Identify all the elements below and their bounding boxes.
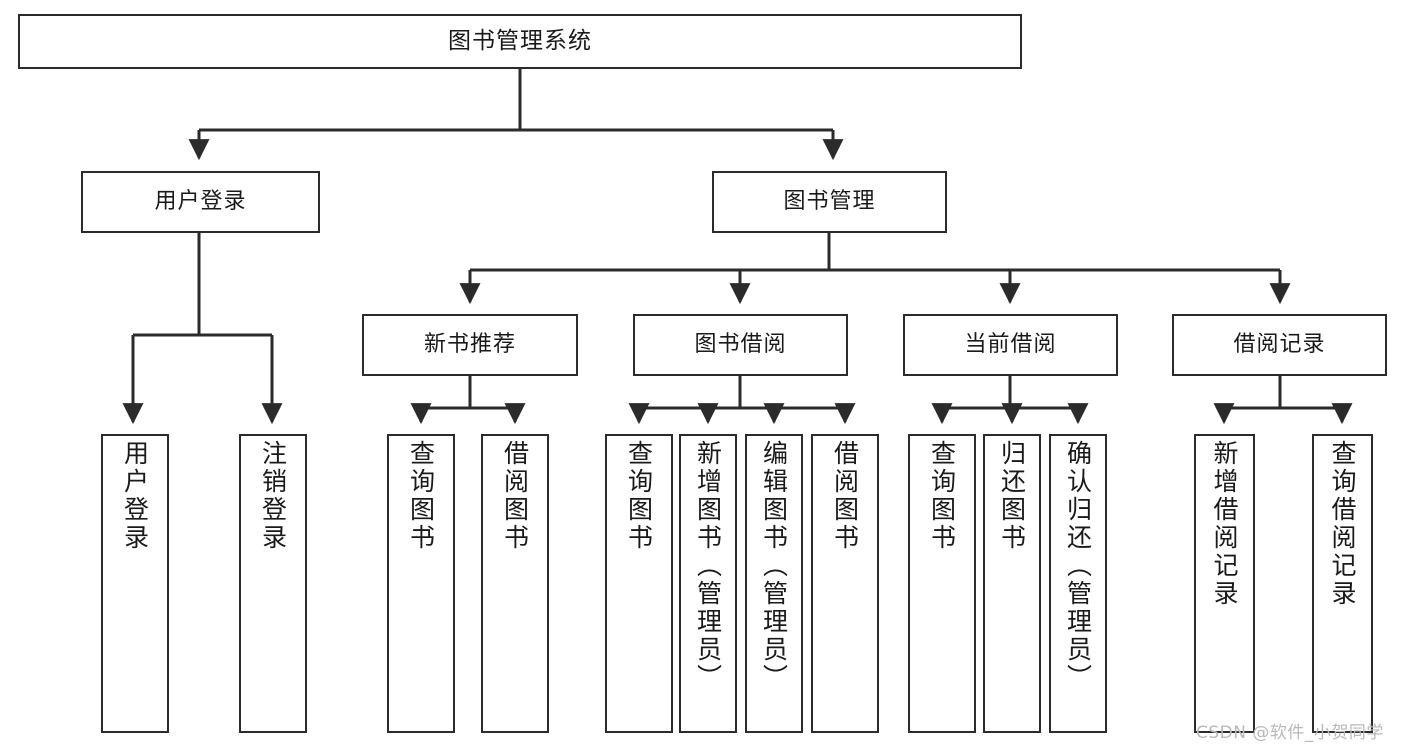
node-borrow-record-label: 借阅记录 bbox=[1233, 332, 1326, 358]
leaf-query-book-current-label: 查询图书 bbox=[927, 440, 957, 552]
node-new-book-recommend[interactable]: 新书推荐 bbox=[362, 314, 578, 376]
leaf-return-book-label: 归还图书 bbox=[997, 440, 1027, 552]
node-root-label: 图书管理系统 bbox=[448, 27, 592, 54]
leaf-query-book-recommend[interactable]: 查询图书 bbox=[387, 434, 455, 733]
leaf-borrow-book-label: 借阅图书 bbox=[830, 440, 860, 552]
node-book-borrow-label: 图书借阅 bbox=[694, 332, 787, 358]
leaf-edit-book-admin-label: 编辑图书（管理员） bbox=[759, 440, 789, 692]
leaf-confirm-return-admin[interactable]: 确认归还（管理员） bbox=[1049, 434, 1107, 733]
node-book-management-label: 图书管理 bbox=[783, 189, 876, 215]
leaf-logout-label: 注销登录 bbox=[258, 440, 288, 552]
node-user-login-label: 用户登录 bbox=[154, 189, 247, 215]
node-root[interactable]: 图书管理系统 bbox=[18, 14, 1022, 69]
node-borrow-record[interactable]: 借阅记录 bbox=[1172, 314, 1387, 376]
node-book-borrow[interactable]: 图书借阅 bbox=[633, 314, 848, 376]
leaf-add-borrow-record[interactable]: 新增借阅记录 bbox=[1194, 434, 1255, 733]
node-current-borrow-label: 当前借阅 bbox=[964, 332, 1057, 358]
node-user-login[interactable]: 用户登录 bbox=[81, 171, 320, 233]
node-new-book-recommend-label: 新书推荐 bbox=[423, 332, 516, 358]
leaf-return-book[interactable]: 归还图书 bbox=[983, 434, 1041, 733]
node-book-management[interactable]: 图书管理 bbox=[712, 171, 947, 233]
leaf-borrow-book[interactable]: 借阅图书 bbox=[811, 434, 879, 733]
leaf-borrow-book-recommend-label: 借阅图书 bbox=[500, 440, 530, 552]
leaf-query-borrow-record[interactable]: 查询借阅记录 bbox=[1312, 434, 1373, 733]
leaf-query-book-recommend-label: 查询图书 bbox=[406, 440, 436, 552]
leaf-add-book-admin-label: 新增图书（管理员） bbox=[693, 440, 723, 692]
leaf-edit-book-admin[interactable]: 编辑图书（管理员） bbox=[745, 434, 803, 733]
leaf-query-borrow-record-label: 查询借阅记录 bbox=[1328, 440, 1357, 608]
leaf-add-borrow-record-label: 新增借阅记录 bbox=[1210, 440, 1239, 608]
leaf-user-login[interactable]: 用户登录 bbox=[101, 434, 169, 733]
leaf-logout[interactable]: 注销登录 bbox=[239, 434, 307, 733]
leaf-user-login-label: 用户登录 bbox=[120, 440, 150, 552]
leaf-borrow-book-recommend[interactable]: 借阅图书 bbox=[481, 434, 549, 733]
leaf-add-book-admin[interactable]: 新增图书（管理员） bbox=[679, 434, 737, 733]
leaf-query-book-current[interactable]: 查询图书 bbox=[908, 434, 976, 733]
leaf-query-book-borrow-label: 查询图书 bbox=[624, 440, 654, 552]
leaf-confirm-return-admin-label: 确认归还（管理员） bbox=[1063, 440, 1093, 692]
node-current-borrow[interactable]: 当前借阅 bbox=[903, 314, 1118, 376]
leaf-query-book-borrow[interactable]: 查询图书 bbox=[605, 434, 673, 733]
